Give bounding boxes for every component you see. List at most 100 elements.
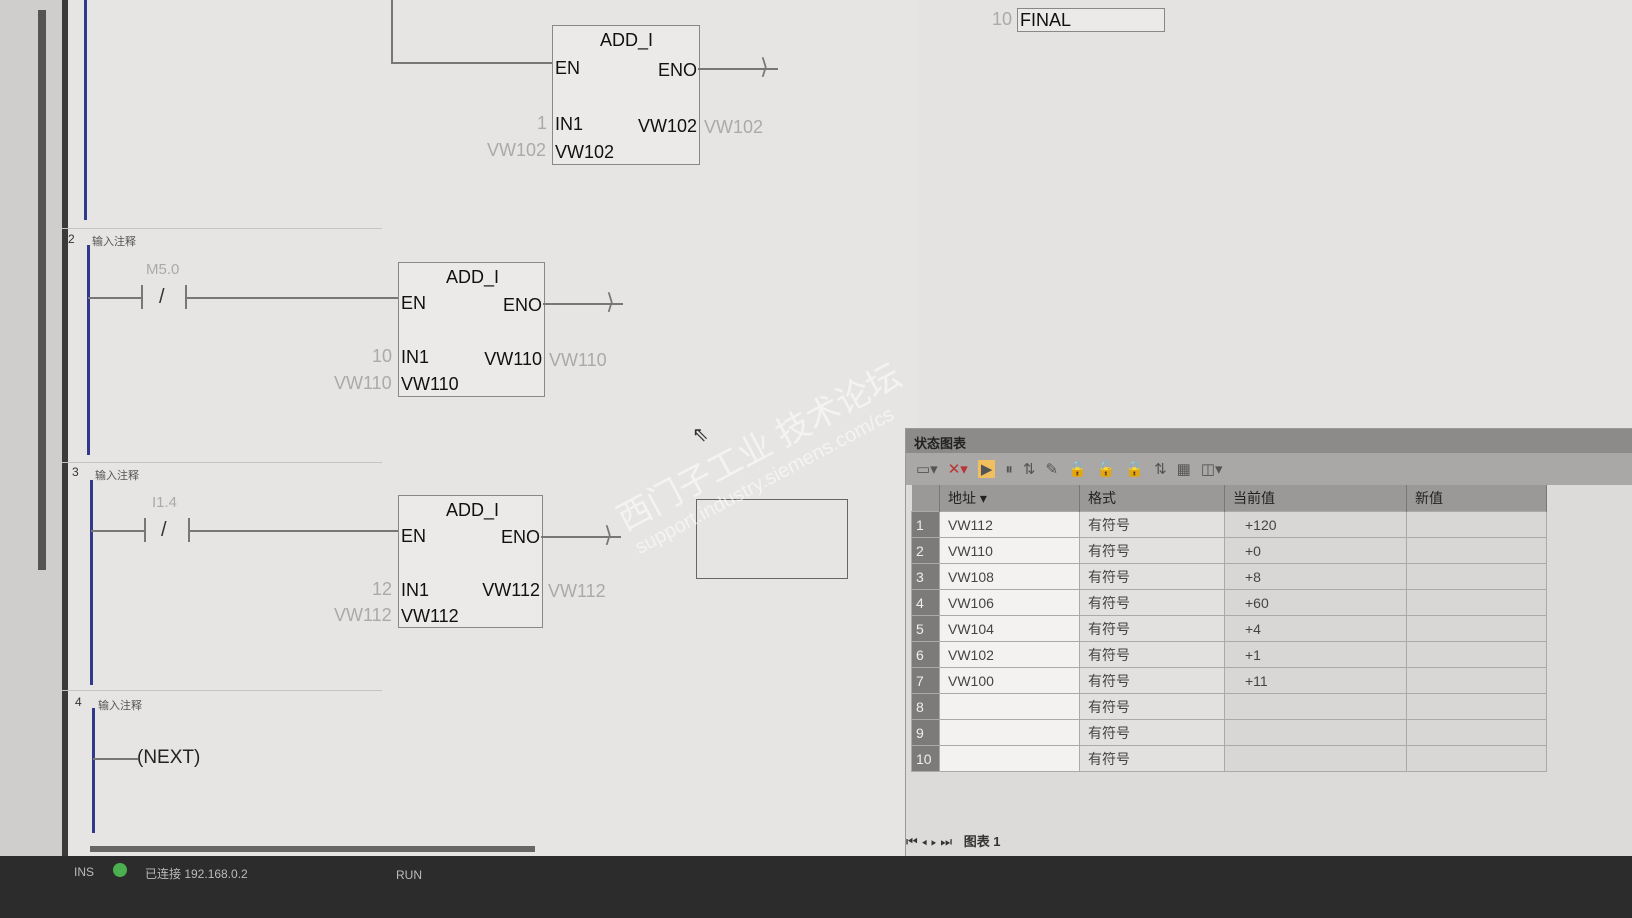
final-box[interactable]: FINAL xyxy=(1017,8,1165,32)
table-row[interactable]: 10 有符号 xyxy=(911,745,1547,772)
current-value-cell: +8 xyxy=(1224,563,1407,590)
next-sheet-icon[interactable]: ▸ xyxy=(930,834,937,849)
new-value-cell[interactable] xyxy=(1406,511,1547,538)
new-value-cell[interactable] xyxy=(1406,745,1547,772)
write-icon[interactable]: ✎ xyxy=(1045,461,1059,478)
network-comment[interactable]: 输入注释 xyxy=(95,470,139,482)
nc-contact[interactable]: / xyxy=(161,519,167,541)
in1-value: 1 xyxy=(537,113,548,133)
row-number: 2 xyxy=(911,537,940,564)
delete-row-icon[interactable]: ✕▾ xyxy=(947,461,968,478)
new-value-cell[interactable] xyxy=(1406,667,1547,694)
status-toolbar: ▭▾ ✕▾ ▶ ⏸ ⇅ ✎ 🔒 🔓 🔒 ⇅ ▦ ◫▾ xyxy=(906,453,1632,485)
address-cell[interactable] xyxy=(939,719,1080,746)
format-cell[interactable]: 有符号 xyxy=(1079,693,1225,720)
header-current[interactable]: 当前值 xyxy=(1224,485,1407,512)
address-cell[interactable] xyxy=(939,745,1080,772)
last-sheet-icon[interactable]: ⏭ xyxy=(940,834,953,849)
address-cell[interactable]: VW110 xyxy=(939,537,1080,564)
trend-icon[interactable]: ▦ xyxy=(1176,461,1191,478)
run-status: RUN xyxy=(396,868,422,882)
status-bar: INS 已连接 192.168.0.2 RUN xyxy=(0,856,1632,918)
prev-sheet-icon[interactable]: ◂ xyxy=(921,834,928,849)
tab-chart-1[interactable]: 图表 1 xyxy=(963,834,1001,849)
address-cell[interactable]: VW100 xyxy=(939,667,1080,694)
unforce-icon[interactable]: 🔓 xyxy=(1096,461,1116,478)
current-value-cell xyxy=(1224,745,1407,772)
status-chart-panel: 状态图表 ▭▾ ✕▾ ▶ ⏸ ⇅ ✎ 🔒 🔓 🔒 ⇅ ▦ ◫▾ 地址 ▾ 格式 … xyxy=(905,428,1632,860)
network-comment[interactable]: 输入注释 xyxy=(98,700,142,712)
format-cell[interactable]: 有符号 xyxy=(1079,615,1225,642)
format-cell[interactable]: 有符号 xyxy=(1079,667,1225,694)
add-i-block-1[interactable]: ADD_I EN ENO IN1 VW102 VW102 xyxy=(552,25,700,165)
read-forced-icon[interactable]: ⇅ xyxy=(1154,461,1167,478)
tag-icon[interactable]: ◫▾ xyxy=(1200,461,1223,478)
new-value-cell[interactable] xyxy=(1406,589,1547,616)
ladder-editor[interactable] xyxy=(62,0,918,890)
in2-pin: VW102 xyxy=(555,142,615,162)
in1-value: 10 xyxy=(372,346,393,366)
header-new[interactable]: 新值 xyxy=(1406,485,1547,512)
format-cell[interactable]: 有符号 xyxy=(1079,589,1225,616)
format-cell[interactable]: 有符号 xyxy=(1079,537,1225,564)
network-number: 4 xyxy=(75,695,82,709)
start-monitor-icon[interactable]: ▶ xyxy=(977,460,996,478)
new-value-cell[interactable] xyxy=(1406,693,1547,720)
row-number: 4 xyxy=(911,589,940,616)
row-number: 1 xyxy=(911,511,940,538)
format-cell[interactable]: 有符号 xyxy=(1079,563,1225,590)
address-cell[interactable]: VW104 xyxy=(939,615,1080,642)
network-comment[interactable]: 输入注释 xyxy=(92,236,136,248)
first-sheet-icon[interactable]: ⏮ xyxy=(906,834,918,849)
unforce-all-icon[interactable]: 🔒 xyxy=(1125,461,1145,478)
format-cell[interactable]: 有符号 xyxy=(1079,641,1225,668)
next-coil[interactable]: (NEXT) xyxy=(137,747,201,768)
address-cell[interactable]: VW112 xyxy=(939,511,1080,538)
horizontal-scrollbar[interactable] xyxy=(90,846,535,852)
address-cell[interactable]: VW108 xyxy=(939,563,1080,590)
out-value: VW102 xyxy=(704,117,764,137)
new-value-cell[interactable] xyxy=(1406,563,1547,590)
address-cell[interactable]: VW106 xyxy=(939,589,1080,616)
out-pin: VW112 xyxy=(482,580,540,600)
new-value-cell[interactable] xyxy=(1406,719,1547,746)
eno-pin: ENO xyxy=(657,60,697,80)
header-address[interactable]: 地址 ▾ xyxy=(939,485,1080,512)
read-icon[interactable]: ⇅ xyxy=(1022,461,1036,478)
format-cell[interactable]: 有符号 xyxy=(1079,719,1225,746)
new-row-icon[interactable]: ▭▾ xyxy=(916,461,938,478)
format-cell[interactable]: 有符号 xyxy=(1079,511,1225,538)
current-value-cell: +120 xyxy=(1224,511,1407,538)
nc-contact[interactable]: / xyxy=(159,286,165,308)
header-label: 地址 xyxy=(948,490,976,506)
pause-icon[interactable]: ⏸ xyxy=(1005,460,1013,478)
new-value-cell[interactable] xyxy=(1406,615,1547,642)
new-value-cell[interactable] xyxy=(1406,537,1547,564)
header-format[interactable]: 格式 xyxy=(1079,485,1225,512)
current-value-cell: +1 xyxy=(1224,641,1407,668)
address-cell[interactable]: VW102 xyxy=(939,641,1080,668)
force-icon[interactable]: 🔒 xyxy=(1068,461,1087,478)
format-cell[interactable]: 有符号 xyxy=(1079,745,1225,772)
in1-pin: IN1 xyxy=(401,580,430,600)
row-number: 10 xyxy=(911,745,940,772)
left-panel xyxy=(0,0,62,890)
add-i-block-2[interactable]: ADD_I EN ENO IN1 VW110 VW110 xyxy=(398,262,545,397)
add-i-block-3[interactable]: ADD_I EN ENO IN1 VW112 VW112 xyxy=(398,495,543,628)
in2-pin: VW112 xyxy=(401,606,459,626)
new-value-cell[interactable] xyxy=(1406,641,1547,668)
out-pin: VW102 xyxy=(637,116,697,136)
address-cell[interactable] xyxy=(939,693,1080,720)
current-value-cell xyxy=(1224,693,1407,720)
eno-pin: ENO xyxy=(500,527,540,547)
